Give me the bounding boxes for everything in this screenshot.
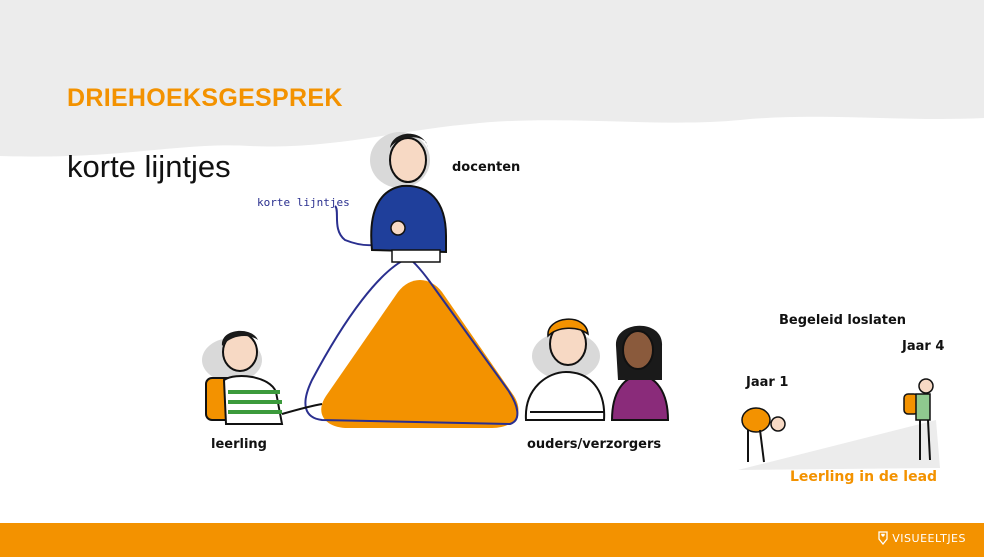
korte-lijntjes-wire bbox=[304, 257, 519, 426]
brand-logo: VISUEELTJES bbox=[877, 531, 966, 545]
orange-triangle bbox=[321, 280, 519, 428]
slide-subtitle: korte lijntjes bbox=[67, 149, 231, 184]
parents-figures bbox=[524, 318, 670, 421]
label-leerling-in-de-lead: Leerling in de lead bbox=[790, 469, 938, 485]
student-figure bbox=[202, 330, 323, 425]
label-jaar-1: Jaar 1 bbox=[746, 375, 789, 390]
label-leerling: leerling bbox=[211, 437, 267, 452]
label-begeleid-loslaten: Begeleid loslaten bbox=[779, 313, 907, 328]
slide-title: DRIEHOEKSGESPREK bbox=[67, 84, 343, 112]
label-korte-lijntjes: korte lijntjes bbox=[257, 196, 350, 209]
label-docenten: docenten bbox=[452, 160, 521, 175]
progression-illustration bbox=[738, 378, 940, 470]
pencil-heart-icon bbox=[878, 531, 888, 545]
teacher-figure bbox=[370, 132, 447, 263]
top-band bbox=[0, 0, 984, 157]
label-ouders-verzorgers: ouders/verzorgers bbox=[527, 437, 662, 452]
brand-name: VISUEELTJES bbox=[892, 531, 966, 545]
footer-bar: VISUEELTJES bbox=[0, 523, 984, 557]
label-jaar-4: Jaar 4 bbox=[902, 339, 945, 354]
